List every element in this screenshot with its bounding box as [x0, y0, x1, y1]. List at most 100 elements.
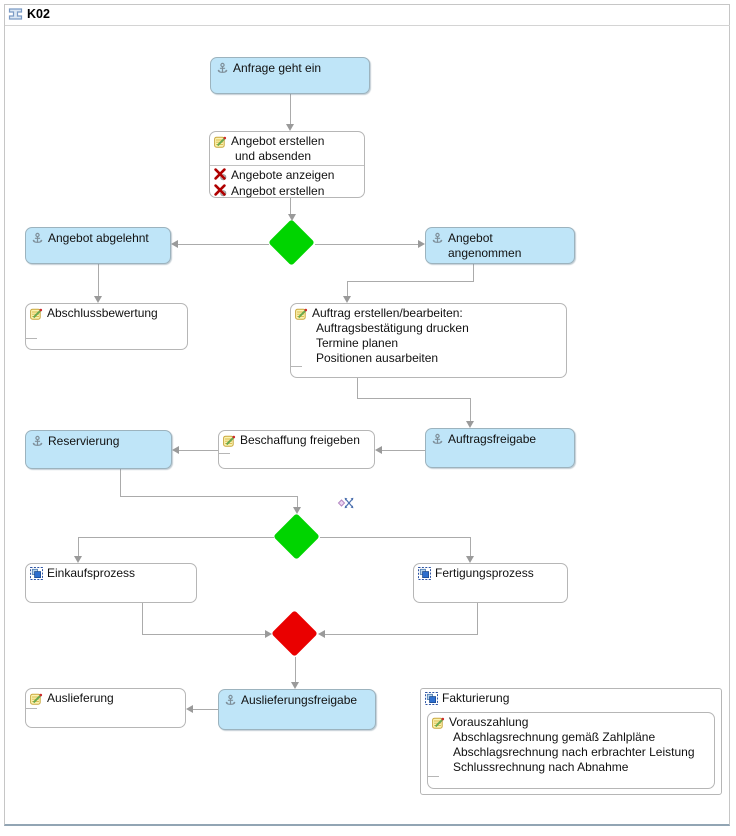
event-auslieferungsfreigabe[interactable]: Auslieferungsfreigabe — [218, 689, 376, 730]
arrowhead — [74, 556, 82, 563]
note-pencil-icon — [223, 434, 236, 447]
arrowhead — [291, 682, 299, 689]
event-label: Angebot abgelehnt — [48, 231, 149, 245]
transaction-label: Angebot erstellen — [231, 184, 325, 198]
function-beschaffung-freigeben[interactable]: Beschaffung freigeben — [218, 430, 375, 469]
process-frame — [4, 4, 730, 826]
connector — [78, 537, 79, 557]
nested-squares-icon — [425, 692, 438, 705]
function-label-line2: Auftragsbestätigung drucken — [316, 321, 469, 335]
function-label: Auslieferung — [47, 691, 114, 705]
subprocess-fertigungsprozess[interactable]: Fertigungsprozess — [413, 563, 568, 603]
function-label: Beschaffung freigeben — [240, 433, 360, 447]
connector — [193, 709, 218, 710]
event-label: Auftragsfreigabe — [448, 432, 537, 446]
anchor-icon — [32, 435, 43, 447]
function-label-line1: Auftrag erstellen/bearbeiten: — [312, 306, 463, 320]
function-fakturierung-details[interactable]: Vorauszahlung Abschlagsrechnung gemäß Za… — [427, 712, 715, 789]
connector — [295, 657, 296, 683]
connector — [297, 496, 298, 508]
subprocess-label: Fertigungsprozess — [435, 566, 534, 580]
connector — [315, 244, 418, 245]
connector — [477, 603, 478, 635]
connector — [325, 634, 477, 635]
arrowhead — [172, 446, 179, 454]
arrowhead — [286, 124, 294, 131]
connector — [382, 450, 425, 451]
function-label: Abschlussbewertung — [47, 306, 158, 320]
arrowhead — [343, 296, 351, 303]
function-abschlussbewertung[interactable]: Abschlussbewertung — [25, 303, 188, 350]
arrowhead — [466, 421, 474, 428]
note-pencil-icon — [30, 692, 43, 705]
connector — [347, 281, 348, 297]
function-label-line1: Vorauszahlung — [449, 715, 529, 729]
event-angebot-abgelehnt[interactable]: Angebot abgelehnt — [25, 227, 171, 264]
move-crosshair-icon — [337, 497, 354, 509]
arrowhead — [318, 630, 325, 638]
function-label-line2: und absenden — [235, 149, 312, 163]
connector — [473, 264, 474, 282]
function-label-line1: Angebot erstellen — [231, 134, 325, 148]
arrowhead — [375, 446, 382, 454]
event-angebot-angenommen[interactable]: Angebot angenommen — [425, 227, 575, 264]
connector — [120, 469, 121, 497]
connector — [290, 94, 291, 125]
connector — [142, 603, 143, 635]
function-angebot-erstellen[interactable]: Angebot erstellen und absenden Angebote … — [209, 131, 365, 198]
subprocess-label: Fakturierung — [442, 691, 510, 705]
function-label-line2: Abschlagsrechnung gemäß Zahlpläne — [453, 730, 656, 744]
subprocess-einkaufsprozess[interactable]: Einkaufsprozess — [25, 563, 197, 603]
event-anfrage-geht-ein[interactable]: Anfrage geht ein — [210, 57, 370, 94]
connector — [320, 537, 471, 538]
arrowhead — [418, 240, 425, 248]
arrowhead — [265, 630, 272, 638]
compartment-divider-stub — [291, 366, 302, 367]
compartment-divider-stub — [428, 776, 439, 777]
nested-squares-icon — [30, 567, 43, 580]
connector — [470, 537, 471, 557]
compartment-divider — [210, 165, 364, 166]
function-auftrag-erstellen[interactable]: Auftrag erstellen/bearbeiten: Auftragsbe… — [290, 303, 567, 378]
connector — [79, 537, 274, 538]
note-pencil-icon — [30, 307, 43, 320]
subprocess-label: Einkaufsprozess — [47, 566, 136, 580]
transaction-item[interactable]: Angebote anzeigen — [214, 167, 360, 183]
transaction-label: Angebote anzeigen — [231, 168, 335, 182]
page-title: K02 — [27, 7, 50, 21]
connector — [347, 281, 474, 282]
arrowhead — [466, 556, 474, 563]
transaction-item[interactable]: Angebot erstellen — [214, 183, 360, 199]
anchor-icon — [32, 232, 43, 244]
connector — [120, 496, 298, 497]
subprocess-fakturierung[interactable]: Fakturierung Vorauszahlung Abschlagsrech… — [420, 688, 722, 795]
anchor-icon — [217, 62, 228, 74]
connector — [290, 198, 291, 215]
arrowhead — [186, 705, 193, 713]
connector — [98, 264, 99, 297]
red-x-gear-icon — [214, 168, 227, 181]
function-label-line4: Schlussrechnung nach Abnahme — [453, 760, 629, 774]
arrowhead — [94, 296, 102, 303]
note-pencil-icon — [432, 716, 445, 729]
function-label-line3: Termine planen — [316, 336, 399, 350]
event-auftragsfreigabe[interactable]: Auftragsfreigabe — [425, 428, 575, 468]
connector — [470, 398, 471, 422]
connector — [357, 378, 358, 399]
event-reservierung[interactable]: Reservierung — [25, 430, 172, 469]
arrowhead — [288, 214, 296, 221]
compartment-divider-stub — [219, 453, 230, 454]
arrowhead — [293, 507, 301, 514]
function-label-line3: Abschlagsrechnung nach erbrachter Leistu… — [453, 745, 695, 759]
function-label-line4: Positionen ausarbeiten — [316, 351, 439, 365]
anchor-icon — [225, 694, 236, 706]
function-auslieferung[interactable]: Auslieferung — [25, 688, 186, 728]
connector — [179, 450, 218, 451]
compartment-divider-stub — [26, 338, 37, 339]
note-pencil-icon — [214, 135, 227, 148]
connector — [142, 634, 265, 635]
arrowhead — [171, 240, 178, 248]
header-separator — [5, 25, 730, 26]
event-label: Anfrage geht ein — [233, 61, 322, 75]
